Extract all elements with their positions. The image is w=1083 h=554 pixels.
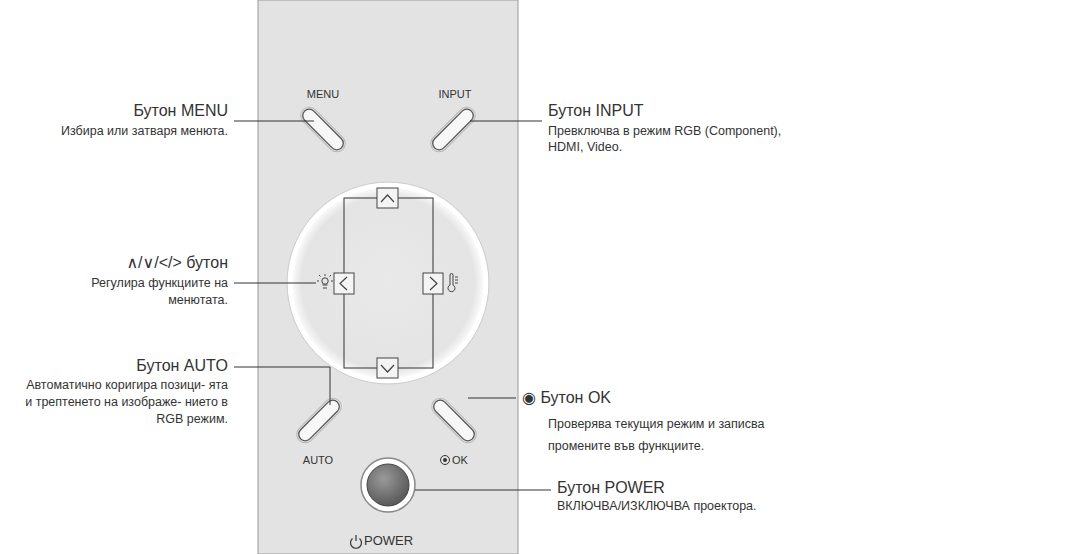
callout-text: Регулира функциите на менютата. <box>72 275 228 309</box>
callout-title: ◉ Бутон OK <box>522 388 772 408</box>
callout-title: Бутон MENU <box>30 101 228 121</box>
leader-lines <box>234 121 551 490</box>
button-label: INPUT <box>427 88 483 101</box>
ok-symbol <box>441 456 450 465</box>
callout-text: Проверява текущия режим и записва промен… <box>548 413 784 457</box>
callout-title: Бутон POWER <box>557 478 817 498</box>
slanted-buttons <box>296 107 477 444</box>
callout-text: ВКЛЮЧВА/ИЗКЛЮЧВА проектора. <box>557 498 857 514</box>
arrow-chevrons <box>340 195 437 372</box>
button-label: OK <box>452 454 482 467</box>
button-label: POWER <box>364 533 434 548</box>
callout-text: Избира или затваря менюта. <box>10 123 228 139</box>
temperature-icon <box>448 274 458 292</box>
callout-title: ∧/∨/</> бутон <box>40 253 228 273</box>
nav-pad <box>290 185 486 381</box>
callout-title: Бутон AUTO <box>40 356 228 376</box>
control-panel <box>258 0 518 554</box>
callout-text: Автоматично коригира позици- ята и трепт… <box>22 377 228 428</box>
button-label: MENU <box>297 88 349 101</box>
brightness-icon <box>317 274 333 288</box>
callout-text: Превключва в режим RGB (Component), HDMI… <box>548 123 798 155</box>
callout-title: Бутон INPUT <box>548 101 798 121</box>
nav-frame <box>344 198 433 368</box>
arrow-buttons <box>334 188 443 378</box>
power-button <box>361 458 415 512</box>
button-label: AUTO <box>292 454 344 467</box>
power-symbol <box>351 535 362 548</box>
